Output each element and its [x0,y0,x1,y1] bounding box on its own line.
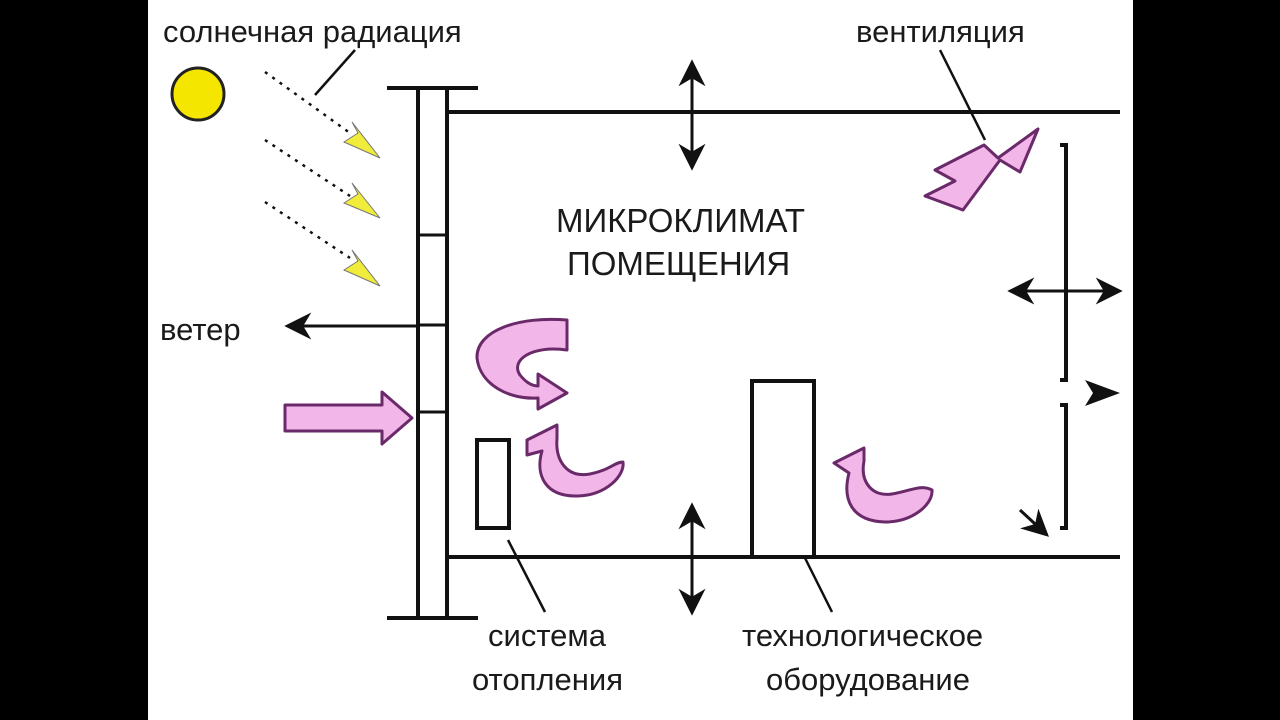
air-flow-arrow-icon [475,317,569,411]
ventilation-label: вентиляция [856,14,1025,49]
external-wall [387,86,478,620]
ventilation-arrow [923,127,1040,212]
solar-rays [264,70,381,287]
page-title-line2: ПОМЕЩЕНИЯ [567,245,790,282]
solar-leader-line [314,49,356,96]
solar-ray-3 [264,200,381,287]
page-title-line1: МИКРОКЛИМАТ [556,202,805,239]
equipment-label-line1: технологическое [742,618,983,653]
sun-icon [170,66,226,122]
heating-leader-line [506,539,547,613]
heating-radiator [475,438,511,530]
inflow-arrow [283,390,414,446]
equipment-label-line2: оборудование [766,662,970,697]
wind-label: ветер [160,312,241,347]
heating-system-label-line2: отопления [472,662,623,697]
solar-ray-1 [264,70,381,159]
heating-system-label-line1: система [488,618,607,653]
solar-ray-2 [264,138,381,219]
air-flow-arrow-icon [832,446,934,524]
corner-arrow [1018,508,1049,537]
air-flow-arrow-icon [525,423,625,498]
diagram-panel [148,0,1133,720]
ventilation-leader-line [938,49,987,141]
right-partition [1060,143,1068,530]
technological-equipment [750,379,816,559]
outflow-arrowhead [1085,380,1120,406]
solar-radiation-label: солнечная радиация [163,14,462,49]
